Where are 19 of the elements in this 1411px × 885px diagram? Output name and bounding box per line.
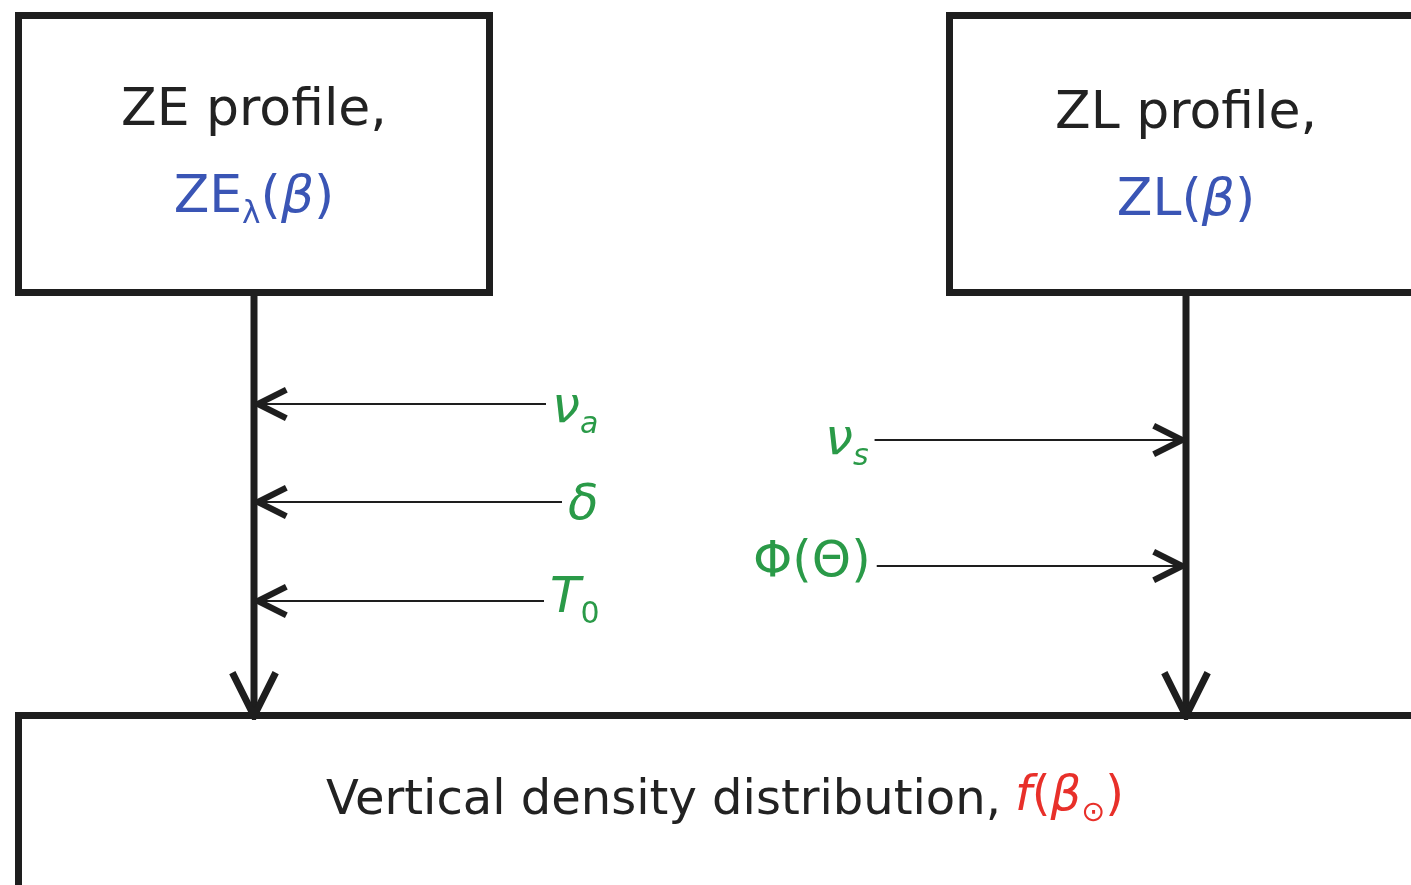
process-box	[15, 12, 493, 296]
parameter-label: ν$_{a}$	[552, 378, 599, 439]
formula-label: f(β$_{⊙}$)	[1014, 766, 1125, 828]
process-box	[15, 712, 1411, 885]
formula-label: ZE$_{λ}$(β)	[173, 165, 335, 230]
parameter-label: δ	[568, 475, 599, 530]
parameter-label: ν$_{s}$	[825, 410, 869, 471]
process-box	[946, 12, 1411, 296]
box-heading: ZE profile,	[121, 78, 387, 136]
box-heading: Vertical density distribution,	[325, 770, 1001, 824]
parameter-label: Φ(Θ)	[753, 532, 871, 587]
arrow	[254, 583, 544, 619]
formula-label: ZL(β)	[1116, 169, 1256, 227]
arrow	[254, 484, 562, 520]
arrow	[254, 386, 546, 422]
box-heading: ZL profile,	[1055, 81, 1317, 139]
arrow	[876, 548, 1186, 584]
parameter-label: T$_{0}$	[550, 568, 600, 629]
arrow	[874, 422, 1186, 458]
